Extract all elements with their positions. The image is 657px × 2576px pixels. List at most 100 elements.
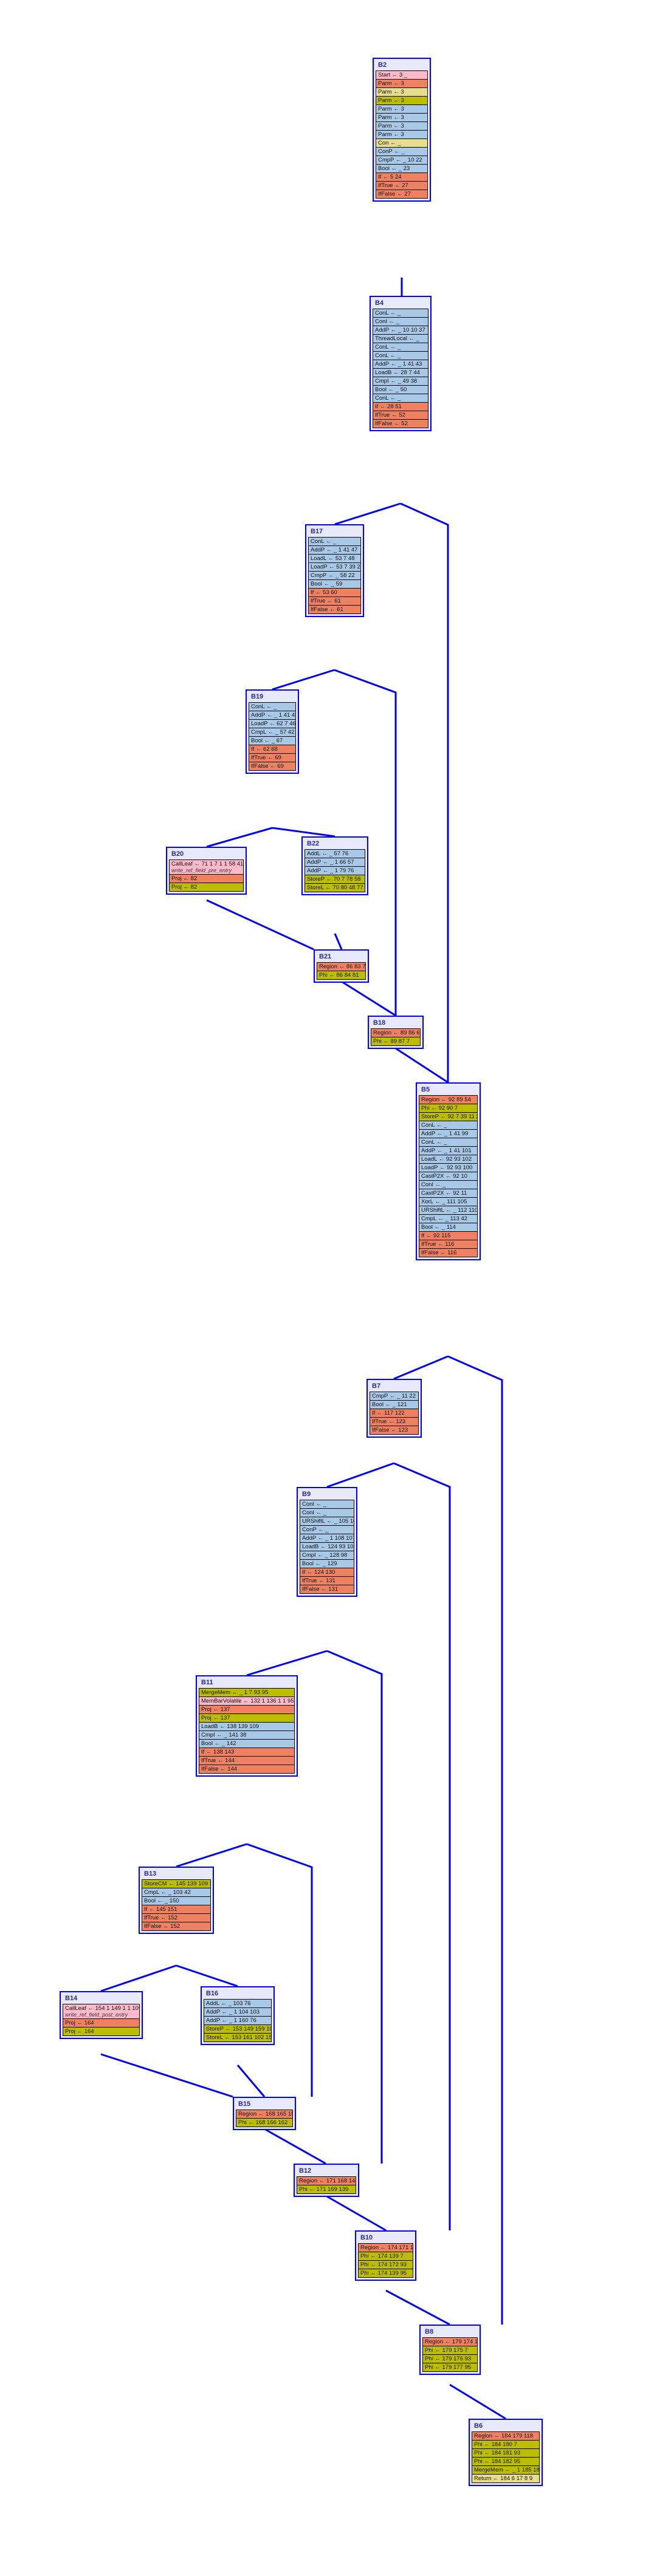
ir-node-row[interactable]: IfTrue ← 144 [199,1756,295,1765]
ir-node-row[interactable]: ThreadLocal ← _ [373,334,428,343]
ir-node-row[interactable]: StoreL ← 153 161 102 158 [204,2033,272,2042]
ir-node-row[interactable]: Start ← 3 _ [376,70,428,79]
ir-node-row[interactable]: Bool ← _ 150 [142,1896,211,1905]
ir-node-row[interactable]: CmpL ← _ 113 42 [419,1214,478,1223]
ir-node-row[interactable]: ConI ← _ [300,1500,354,1508]
ir-node-row[interactable]: URShiftL ← _ 105 106 [300,1517,354,1525]
ir-node-row[interactable]: ConI ← _ [300,1508,354,1517]
ir-node-row[interactable]: Parm ← 3 [376,104,428,113]
ir-node-row[interactable]: Proj ← 82 [169,874,244,883]
ir-node-row[interactable]: ConI ← _ [373,317,428,326]
ir-node-row[interactable]: IfTrue ← 131 [300,1576,354,1585]
ir-node-row[interactable]: IfTrue ← 61 [308,596,361,605]
ir-node-row[interactable]: Phi ← 174 139 7 [358,2252,413,2260]
ir-node-row[interactable]: IfFalse ← 61 [308,605,361,614]
ir-node-row[interactable]: Phi ← 184 181 93 [472,2448,540,2457]
ir-node-row[interactable]: IfFalse ← 152 [142,1922,211,1931]
ir-node-row[interactable]: Con ← _ [376,138,428,147]
ir-node-row[interactable]: If ← 92 115 [419,1231,478,1240]
ir-node-row[interactable]: Bool ← _ 121 [370,1400,419,1409]
ir-node-row[interactable]: AddP ← _ 1 160 76 [204,2016,272,2024]
ir-node-row[interactable]: AddL ← _ 103 76 [204,1999,272,2007]
ir-node-row[interactable]: Region ← 89 86 63 [371,1028,421,1037]
ir-node-row[interactable]: Phi ← 171 169 139 [297,2185,356,2194]
ir-node-row[interactable]: IfFalse ← 131 [300,1585,354,1594]
ir-node-row[interactable]: Phi ← 179 177 95 [422,2363,478,2372]
ir-node-row[interactable]: IfTrue ← 123 [370,1417,419,1426]
ir-node-row[interactable]: CmpL ← _ 103 42 [142,1888,211,1896]
ir-node-row[interactable]: Return ← 184 6 17 8 9 [472,2474,540,2483]
ir-node-row[interactable]: Bool ← _ 129 [300,1559,354,1568]
ir-node-row[interactable]: Proj ← 164 [63,2018,140,2027]
ir-node-row[interactable]: AddP ← _ 1 104 103 [204,2007,272,2016]
ir-node-row[interactable]: StoreCM ← 145 139 109 38 95 [142,1879,211,1888]
ir-node-row[interactable]: Phi ← 174 139 95 [358,2269,413,2278]
ir-node-row[interactable]: ConI ← _ [419,1180,478,1189]
ir-node-row[interactable]: CmpI ← _ 141 38 [199,1730,295,1739]
ir-node-row[interactable]: Parm ← 3 [376,87,428,96]
ir-node-row[interactable]: IfTrue ← 69 [249,753,296,762]
ir-node-row[interactable]: Bool ← _ 23 [376,164,428,173]
ir-node-row[interactable]: LoadL ← 53 7 48 [308,554,361,562]
ir-node-row[interactable]: IfFalse ← 69 [249,762,296,771]
ir-node-row[interactable]: CallLeaf ← 154 1 149 1 1 109 41write_ref… [63,2004,140,2018]
ir-node-row[interactable]: AddP ← _ 1 41 47 [308,545,361,554]
ir-node-row[interactable]: LoadB ← 28 7 44 [373,368,428,377]
ir-node-row[interactable]: IfFalse ← 27 [376,190,428,199]
ir-node-row[interactable]: IfFalse ← 116 [419,1248,478,1257]
ir-node-row[interactable]: Phi ← 184 180 7 [472,2440,540,2448]
ir-node-row[interactable]: IfFalse ← 144 [199,1765,295,1774]
ir-node-row[interactable]: Bool ← _ 50 [373,385,428,394]
ir-node-row[interactable]: LoadP ← 92 93 100 [419,1163,478,1172]
ir-node-row[interactable]: XorL ← _ 111 105 [419,1197,478,1206]
ir-node-row[interactable]: AddP ← _ 1 108 107 [300,1534,354,1542]
ir-node-row[interactable]: If ← 145 151 [142,1905,211,1913]
ir-node-row[interactable]: ConL ← _ [373,343,428,351]
ir-node-row[interactable]: Parm ← 3 [376,130,428,138]
ir-node-row[interactable]: Region ← 92 89 54 [419,1095,478,1104]
ir-node-row[interactable]: AddL ← _ 57 76 [304,849,365,858]
ir-node-row[interactable]: AddP ← _ 1 79 76 [304,866,365,875]
ir-node-row[interactable]: Region ← 168 165 153 [236,2110,293,2118]
ir-node-row[interactable]: If ← 28 51 [373,402,428,411]
ir-node-row[interactable]: Region ← 184 179 118 [472,2431,540,2440]
ir-node-row[interactable]: ConP ← _ [300,1525,354,1534]
ir-node-row[interactable]: Region ← 86 83 70 [317,962,366,971]
ir-node-row[interactable]: ConL ← _ [308,537,361,545]
ir-node-row[interactable]: LoadB ← 138 139 109 [199,1722,295,1730]
ir-node-row[interactable]: Region ← 171 168 146 [297,2176,356,2185]
ir-node-row[interactable]: CmpI ← _ 49 38 [373,377,428,385]
ir-node-row[interactable]: AddP ← _ 10 10 37 [373,326,428,334]
ir-node-row[interactable]: CmpP ← _ 10 22 [376,155,428,164]
ir-node-row[interactable]: Bool ← _ 142 [199,1739,295,1748]
ir-node-row[interactable]: Phi ← 89 87 7 [371,1037,421,1046]
ir-node-row[interactable]: If ← 117 122 [370,1409,419,1417]
ir-node-row[interactable]: ConL ← _ [373,309,428,317]
ir-node-row[interactable]: LoadP ← 62 7 46 [249,719,296,728]
ir-node-row[interactable]: If ← 5 24 [376,173,428,181]
ir-node-row[interactable]: If ← 138 143 [199,1748,295,1756]
ir-node-row[interactable]: LoadL ← 92 93 102 [419,1155,478,1163]
ir-node-row[interactable]: Parm ← 3 [376,79,428,87]
ir-node-row[interactable]: StoreP ← 92 7 39 11 28 [419,1112,478,1121]
ir-node-row[interactable]: ConL ← _ [373,351,428,360]
ir-node-row[interactable]: Proj ← 137 [199,1713,295,1722]
ir-node-row[interactable]: Bool ← _ 114 [419,1223,478,1231]
ir-node-row[interactable]: Bool ← _ 59 [308,579,361,588]
ir-node-row[interactable]: CastP2X ← 92 11 [419,1189,478,1197]
ir-node-row[interactable]: IfTrue ← 27 [376,181,428,190]
ir-node-row[interactable]: Parm ← 3 [376,96,428,104]
ir-node-row[interactable]: IfFalse ← 52 [373,419,428,428]
ir-node-row[interactable]: CastP2X ← 92 10 [419,1172,478,1180]
ir-node-row[interactable]: IfTrue ← 116 [419,1240,478,1248]
